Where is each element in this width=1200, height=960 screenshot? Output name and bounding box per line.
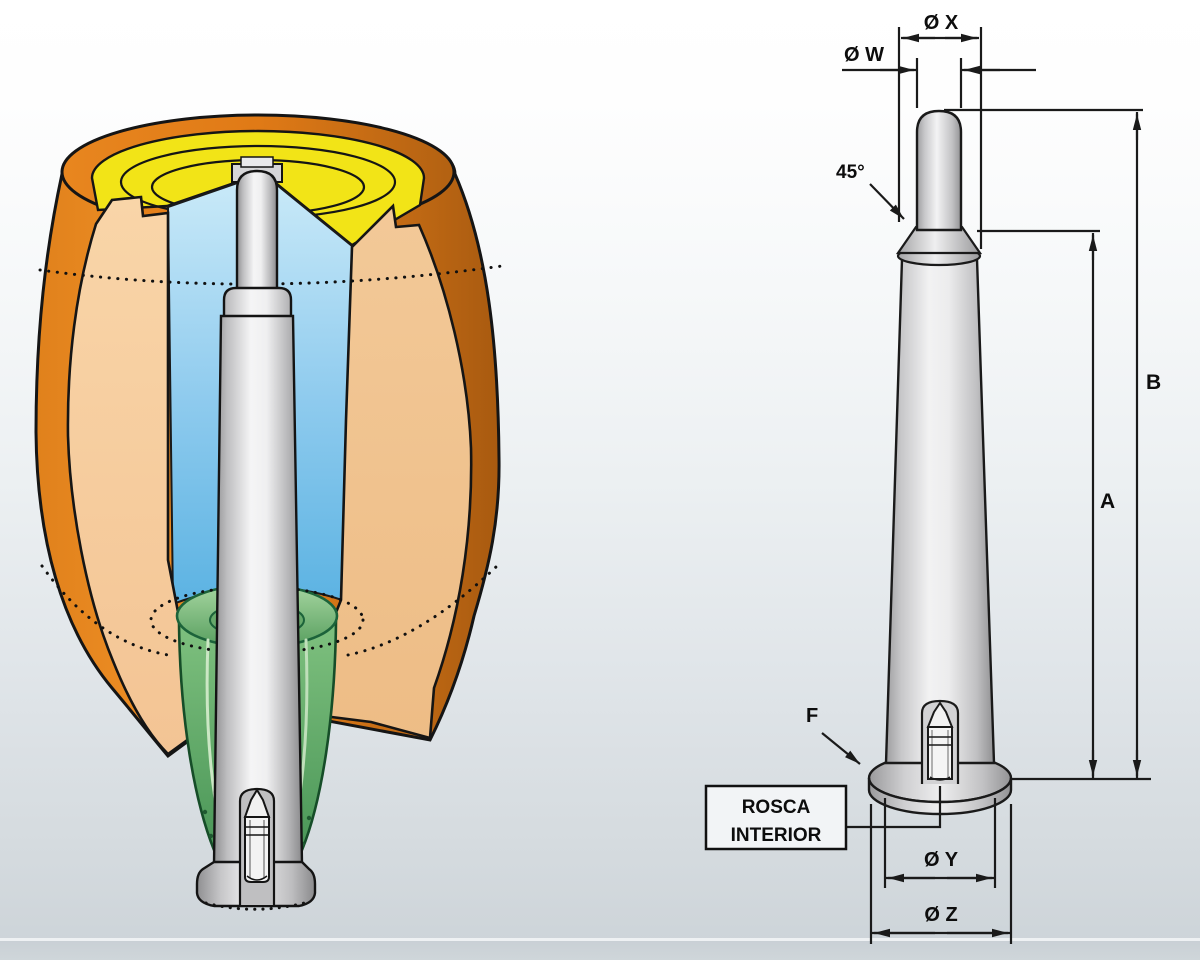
flange-front-band: [867, 777, 1013, 816]
dim-dia-x: [897, 27, 983, 249]
dim-dia-w: [842, 58, 1036, 108]
dim-f-leader: [821, 732, 861, 765]
callout-text-line2: INTERIOR: [731, 825, 822, 846]
label-dia-z: Ø Z: [924, 904, 957, 926]
dim-chamfer-leader: [869, 183, 905, 220]
dim-a: [977, 229, 1100, 778]
core-shaft: [884, 257, 996, 765]
callout-box: [704, 784, 848, 851]
core-pin-left: [195, 156, 317, 911]
core-pin-dimension-drawing: Ø X Ø W 45° B A F Ø Y Ø Z ROSCA INTERIOR: [704, 12, 1161, 944]
label-dia-y: Ø Y: [924, 849, 959, 871]
bottom-edge-highlight: [0, 938, 1200, 941]
label-dia-x: Ø X: [924, 12, 959, 34]
cup-dotted-ellipse: [149, 585, 365, 655]
threaded-insert: [243, 788, 271, 883]
label-chamfer-angle: 45°: [836, 162, 865, 183]
callout-leader: [846, 786, 942, 829]
pin-tip: [235, 169, 279, 292]
label-length-b: B: [1146, 371, 1161, 394]
bottom-edge-strip: [0, 941, 1200, 960]
dim-dia-y: [883, 798, 997, 888]
neck-insert-yellow: [90, 129, 426, 247]
tip-pin: [915, 109, 963, 232]
gate-tab-top: [240, 156, 274, 168]
dimension-lines: [821, 27, 1151, 944]
label-dia-w: Ø W: [844, 44, 884, 66]
section-dotted-arc-lower: [40, 564, 499, 657]
callout-text-line1: ROSCA: [742, 797, 811, 818]
dim-b: [944, 108, 1143, 778]
pin-shaft: [212, 314, 304, 866]
threaded-insert-right: [926, 701, 954, 781]
pin-collar: [222, 286, 293, 320]
mold-cutaway-illustration: [34, 113, 504, 911]
label-flange-f: F: [806, 705, 818, 727]
label-length-a: A: [1100, 490, 1115, 513]
